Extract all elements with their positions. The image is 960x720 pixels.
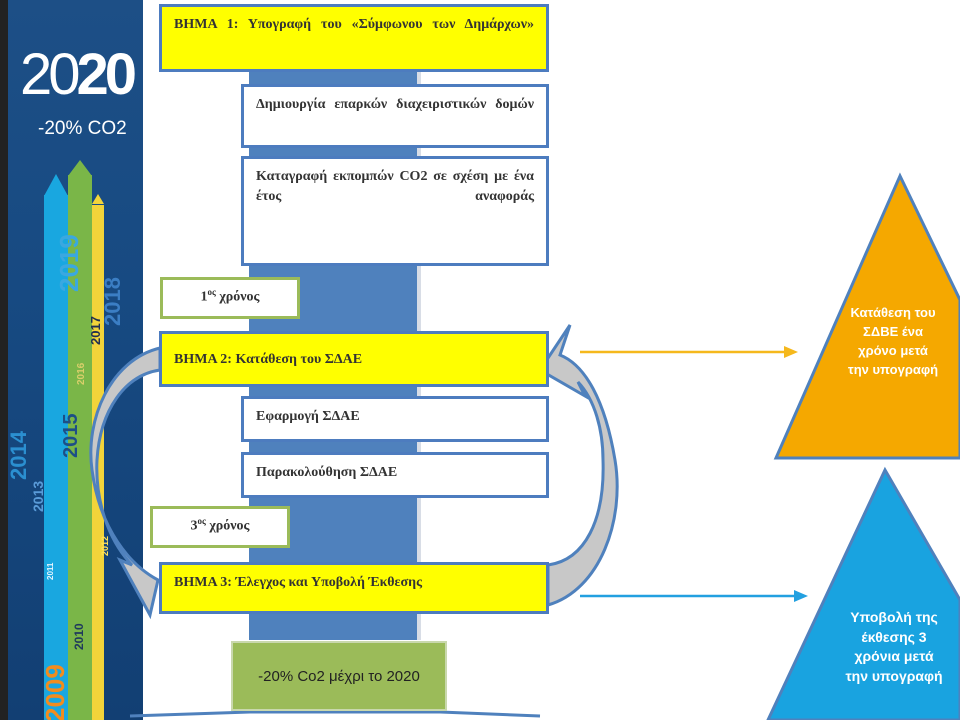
sub-text-structures: Δημιουργία επαρκών διαχειριστικών δομών (256, 97, 534, 112)
sub-box-implementation: Εφαρμογή ΣΔΑΕ (241, 396, 549, 442)
sub-text-emissions: Καταγραφή εκπομπών CO2 σε σχέση με ένα έ… (256, 169, 534, 204)
stripe-arrow-heads (44, 160, 104, 204)
year1-suffix: ος (207, 287, 216, 297)
stripe-green (68, 175, 92, 720)
banner-dark-edge (0, 0, 8, 720)
stripe-cyan (44, 195, 68, 720)
blue-arrowhead (794, 590, 808, 602)
year3-word: χρόνος (209, 518, 250, 534)
year3-suffix: ος (197, 516, 206, 526)
step2-text: ΒΗΜΑ 2: Κατάθεση του ΣΔΑΕ (174, 352, 363, 367)
orange-triangle (773, 172, 960, 460)
banner-year-2020: 2020 (20, 42, 137, 107)
blue-text-line: Υποβολή της (850, 609, 938, 625)
step1-text: ΒΗΜΑ 1: Υπογραφή του «Σύμφωνου των Δημάρ… (174, 17, 534, 32)
sub-box-monitoring: Παρακολούθηση ΣΔΑΕ (241, 452, 549, 498)
cycle-arrow-right (537, 324, 619, 607)
sub-text-monitoring: Παρακολούθηση ΣΔΑΕ (256, 465, 398, 480)
banner-co2-label: -20% CO2 (38, 118, 127, 139)
step2-box: ΒΗΜΑ 2: Κατάθεση του ΣΔΑΕ (159, 331, 549, 387)
orange-text-line: ΣΔΒΕ ένα (863, 323, 923, 339)
year1-word: χρόνος (219, 289, 260, 305)
goal-text: -20% Co2 μέχρι το 2020 (258, 667, 420, 685)
orange-arrowhead (784, 346, 798, 358)
step3-box: ΒΗΜΑ 3: Έλεγχος και Υποβολή Έκθεσης (159, 562, 549, 614)
goal-box: -20% Co2 μέχρι το 2020 (231, 641, 447, 711)
year3-number: 3 (190, 518, 198, 534)
year1-number: 1 (200, 289, 208, 305)
cycle-arrow-left (89, 346, 162, 620)
orange-text-line: την υπογραφή (847, 361, 939, 377)
blue-text-line: χρόνια μετά (854, 648, 934, 665)
orange-triangle-text: Κατάθεση του ΣΔΒΕ ένα χρόνο μετά την υπο… (826, 304, 960, 379)
left-banner: 2020 -20% CO2 2019 2018 2017 2016 2015 2… (0, 0, 143, 720)
year3-box: 3ος χρόνος (150, 506, 290, 548)
bottom-arrow (129, 710, 541, 718)
orange-text-line: χρόνο μετά (858, 342, 928, 358)
sub-text-implementation: Εφαρμογή ΣΔΑΕ (256, 409, 360, 424)
blue-triangle (766, 466, 960, 720)
year1-box: 1ος χρόνος (160, 277, 300, 319)
sub-box-emissions: Καταγραφή εκπομπών CO2 σε σχέση με ένα έ… (241, 156, 549, 266)
orange-text-line: Κατάθεση του (850, 305, 936, 320)
blue-text-line: έκθεσης 3 (861, 628, 927, 645)
blue-triangle-text: Υποβολή της έκθεσης 3 χρόνια μετά την υπ… (828, 608, 960, 686)
step1-box: ΒΗΜΑ 1: Υπογραφή του «Σύμφωνου των Δημάρ… (159, 4, 549, 72)
step3-text: ΒΗΜΑ 3: Έλεγχος και Υποβολή Έκθεσης (174, 575, 423, 590)
blue-text-line: την υπογραφή (845, 667, 943, 684)
sub-box-structures: Δημιουργία επαρκών διαχειριστικών δομών (241, 84, 549, 148)
